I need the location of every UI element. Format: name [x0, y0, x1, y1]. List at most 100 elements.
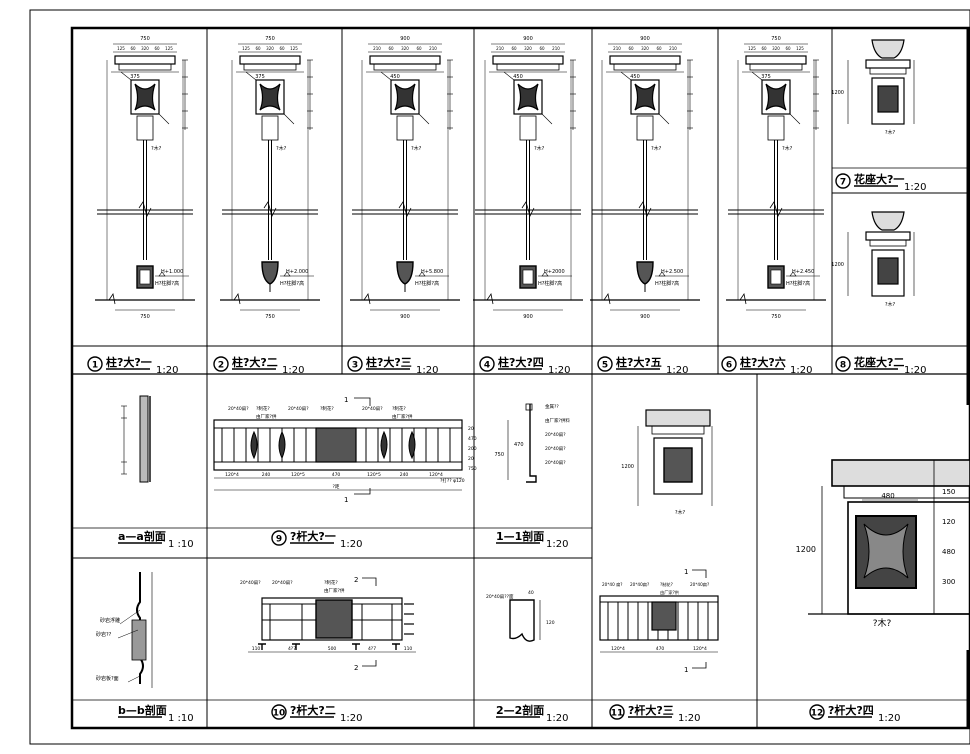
- level-value: H+2000: [544, 269, 565, 275]
- level-marker: [541, 271, 549, 277]
- column-neck: [136, 115, 154, 141]
- title-label: 柱?大?一: [106, 355, 152, 369]
- title-rail-11: 11?杆大?三1:20: [609, 703, 700, 724]
- pillar-cap: [831, 459, 970, 487]
- title-scale: 1 :10: [168, 713, 194, 724]
- title-rail-12: 12?杆大?四1:20: [809, 703, 900, 724]
- cap-dim: 320: [401, 46, 409, 51]
- material-tag: ?木?: [782, 145, 793, 152]
- s11-note: 20*40扁?: [545, 431, 566, 438]
- cap-dim: 125: [165, 46, 173, 51]
- title-scale: 1:20: [878, 713, 900, 724]
- top-width-dim: 750: [265, 36, 275, 42]
- title-label: 柱?大?六: [740, 355, 786, 369]
- top-width-dim: 900: [400, 36, 410, 42]
- column-cap: [745, 55, 807, 65]
- rail-dim: 120*4: [429, 472, 443, 478]
- ornament-panel: [245, 71, 295, 125]
- planter-height-dim: 1200: [831, 90, 844, 96]
- title-number-circle: [213, 356, 229, 372]
- mid-dim: 450: [630, 74, 640, 80]
- material-tag: ?木?: [276, 145, 287, 152]
- cap-dim: 60: [255, 46, 261, 51]
- cut-label: 2: [354, 664, 358, 672]
- title-scale: 1:20: [282, 365, 304, 376]
- title-label: 柱?大?五: [616, 355, 662, 369]
- top-width-dim: 750: [140, 36, 150, 42]
- rail-note: ?制花?: [256, 405, 270, 412]
- leader-line: [119, 609, 141, 625]
- rail-profile: [526, 404, 537, 483]
- rail-note: 20*40扁?: [690, 581, 709, 588]
- planter-body: [871, 77, 905, 125]
- column-neck: [767, 115, 785, 141]
- cap-band: [373, 63, 437, 71]
- rail-dim: 110: [404, 646, 413, 652]
- ornament-carving: [634, 83, 656, 111]
- pillar-cap: [645, 409, 711, 427]
- rail-cap-profile: [509, 599, 535, 642]
- railing-elevations: 20*40扁??制花?20*40扁??制花?20*40扁??制花?由厂家?供由厂…: [213, 396, 970, 674]
- railing-frame: [213, 419, 463, 471]
- cap-dim: 210: [613, 46, 621, 51]
- level-marker: [658, 271, 666, 277]
- pillar-dim: 300: [942, 578, 955, 586]
- cap-dim: 320: [641, 46, 649, 51]
- lamp-head: [636, 261, 654, 285]
- title-label: 花座大?一: [854, 172, 904, 186]
- title-label: ?杆大?三: [628, 703, 674, 717]
- ornament-frame: [761, 79, 791, 115]
- ornament-carving: [259, 83, 281, 111]
- railing-ornament: [315, 599, 353, 639]
- title-label: 2—2剖面: [496, 703, 544, 717]
- cap-band: [118, 63, 172, 71]
- leader-line: [245, 71, 295, 125]
- level-value: H+2.500: [661, 269, 683, 275]
- cap-band: [243, 63, 297, 71]
- break-symbol: [638, 201, 652, 218]
- title-scale: 1:20: [548, 365, 570, 376]
- railing-frame: [599, 595, 719, 641]
- pillar-body: [653, 437, 703, 495]
- rail-note: 20*40扁?: [272, 579, 293, 586]
- rail-note: 20*40扁?: [630, 581, 649, 588]
- planter-elevation-7: 1200?木?: [831, 39, 915, 136]
- title-scale: 1:20: [904, 365, 926, 376]
- title-label: 花座大?二: [854, 355, 904, 369]
- pillar-dim: 120: [942, 518, 955, 526]
- leader-line: [120, 71, 170, 125]
- ornament-panel: [503, 71, 553, 125]
- level-value: H+5.800: [421, 269, 443, 275]
- rail-right-dim: 750: [468, 466, 477, 472]
- base-inset: [522, 269, 534, 285]
- column-neck: [396, 115, 414, 141]
- cut-line: [692, 569, 707, 669]
- material-tag: ?木?: [151, 145, 162, 152]
- break-symbol: [108, 292, 116, 305]
- railing-9: 20*40扁??制花?20*40扁??制花?20*40扁??制花?由厂家?供由厂…: [213, 396, 477, 504]
- level-note: H?柱脚?高: [538, 280, 562, 287]
- planter-ornament: [877, 257, 899, 285]
- ornament-carving: [765, 83, 787, 111]
- inner-border: [70, 26, 970, 730]
- column-cap: [369, 55, 441, 65]
- material-tag: ?木?: [411, 145, 422, 152]
- level-value: H+1.000: [161, 269, 183, 275]
- rail-dim: 4?7: [368, 646, 376, 652]
- leader-line: [127, 675, 141, 683]
- planter-band: [869, 67, 907, 75]
- base-inset: [139, 269, 151, 285]
- level-marker: [789, 271, 797, 277]
- pillar-tag: ?木?: [675, 509, 686, 516]
- title-number-circle: [347, 356, 363, 372]
- cap-dim: 210: [373, 46, 381, 51]
- rail-note: 由厂家?供: [324, 587, 345, 594]
- leader-line: [503, 71, 553, 125]
